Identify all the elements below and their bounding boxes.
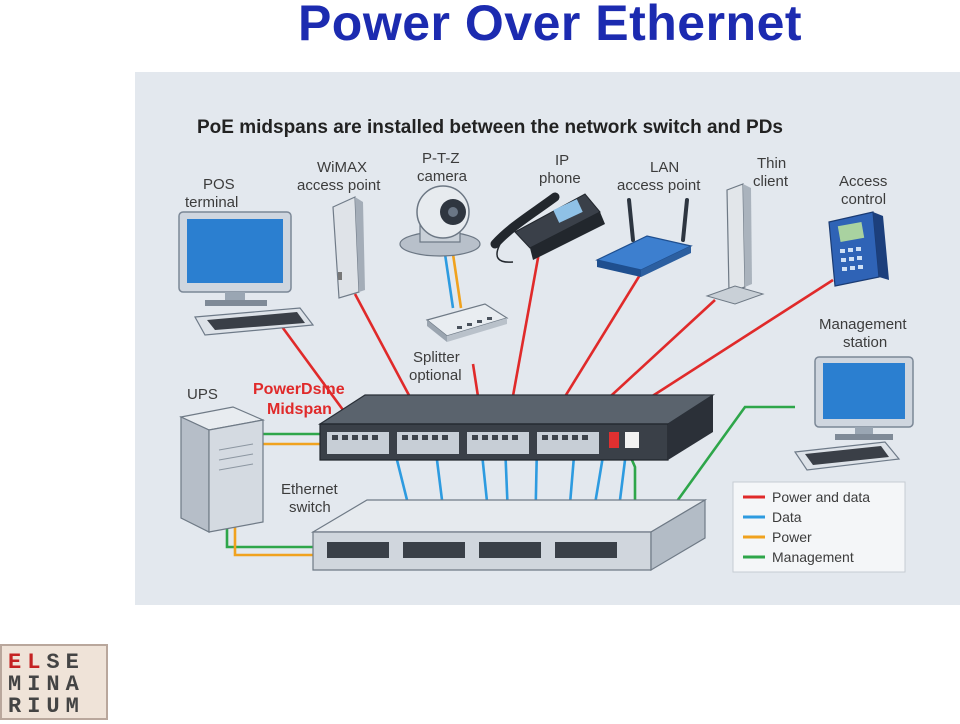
- management-station-icon: [793, 356, 914, 471]
- wimax-label-2: access point: [297, 177, 381, 194]
- ptz-camera-icon: [399, 185, 481, 257]
- splitter-label-1: Splitter: [413, 349, 460, 366]
- ethernet-switch-device: [310, 498, 708, 572]
- power-and-data-cables: [278, 246, 834, 431]
- access-label-1: Access: [839, 173, 887, 190]
- thin-label-1: Thin: [757, 155, 786, 172]
- ip-phone-icon: [490, 192, 605, 263]
- thin-label-2: client: [753, 173, 789, 190]
- legend-label-data: Data: [772, 509, 802, 525]
- lan-label-2: access point: [617, 177, 701, 194]
- wimax-label-1: WiMAX: [317, 159, 367, 176]
- switch-label-2: switch: [289, 499, 331, 516]
- logo-text-el: EL: [8, 650, 47, 675]
- thin-client-icon: [705, 183, 765, 305]
- midspan-label-2: Midspan: [267, 401, 332, 418]
- wimax-access-point-icon: [332, 196, 365, 299]
- ups-icon: [179, 406, 266, 533]
- access-control-icon: [828, 211, 889, 287]
- management-label-1: Management: [819, 316, 907, 333]
- logo-text-se: SE: [46, 650, 85, 675]
- slide-title: Power Over Ethernet: [297, 0, 803, 51]
- phone-label-2: phone: [539, 170, 581, 187]
- splitter-label-2: optional: [409, 367, 462, 384]
- phone-label-1: IP: [555, 152, 569, 169]
- diagram-headline: PoE midspans are installed between the n…: [197, 117, 783, 138]
- ups-label: UPS: [187, 386, 218, 403]
- management-label-2: station: [843, 334, 887, 351]
- ptz-label-2: camera: [417, 168, 468, 185]
- ptz-label-1: P-T-Z: [422, 150, 460, 167]
- lan-access-point-icon: [595, 198, 693, 277]
- pos-terminal-icon: [178, 211, 315, 336]
- legend: Power and data Data Power Management: [732, 481, 906, 573]
- pos-label-2: terminal: [185, 194, 238, 211]
- legend-label-management: Management: [772, 549, 854, 565]
- midspan-label-1: PowerDsine: [253, 381, 345, 398]
- logo-text-mina: MINA: [8, 672, 85, 697]
- midspan-device: [317, 394, 716, 461]
- poe-diagram: PoE midspans are installed between the n…: [135, 72, 960, 605]
- legend-label-power-and-data: Power and data: [772, 489, 870, 505]
- ups-cables: [225, 405, 795, 557]
- camera-splitter-cables: [443, 253, 463, 309]
- access-label-2: control: [841, 191, 886, 208]
- elseminarium-logo: ELSE MINA RIUM: [0, 644, 108, 720]
- switch-label-1: Ethernet: [281, 481, 339, 498]
- diagram-canvas: PoE midspans are installed between the n…: [178, 117, 914, 573]
- pos-label-1: POS: [203, 176, 235, 193]
- legend-label-power: Power: [772, 529, 812, 545]
- logo-text-rium: RIUM: [8, 694, 85, 719]
- splitter-icon: [425, 303, 509, 342]
- lan-label-1: LAN: [650, 159, 679, 176]
